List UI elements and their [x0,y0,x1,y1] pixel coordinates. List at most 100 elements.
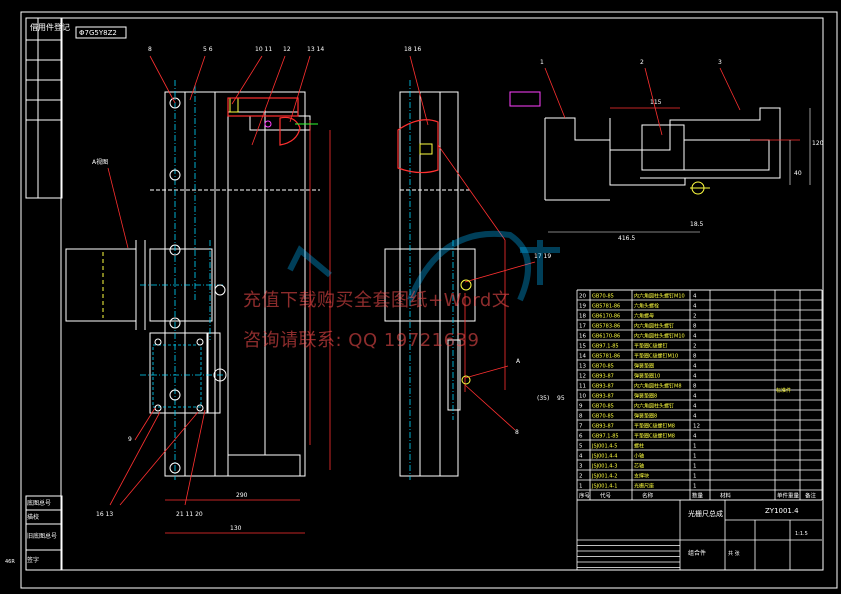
sv-label-5: 95 [557,395,565,402]
parts-row-no: 1 [579,484,583,490]
parts-row-code: JSJ001.4-4 [591,454,617,460]
fv-bottom-1: 16 13 [96,511,113,518]
assembly-label: 组合件 [688,549,706,557]
sv-label-3: A [516,358,521,365]
td-8: 416.5 [618,235,635,242]
parts-row-no: 15 [579,344,586,350]
parts-row-no: 12 [579,374,586,380]
parts-row-code: GB5783-86 [592,324,620,330]
watermark-line-2: 咨询请联系: QQ 19721639 [243,330,480,351]
parts-row-code: GB70-85 [592,364,614,370]
parts-header-remark: 备注 [805,492,817,500]
front-view-cyan [140,80,225,480]
parts-row-no: 4 [579,454,583,460]
side-view-cyan [409,80,454,480]
parts-row-code: JSJ001.4-2 [591,474,617,480]
parts-row-qty: 8 [693,324,697,330]
parts-row-qty: 4 [693,364,697,370]
parts-row-code: JSJ001.4-5 [591,444,617,450]
parts-row-name: 六角螺母 [634,313,654,320]
parts-row-name: 六角头螺栓 [634,303,659,310]
parts-row-no: 10 [579,394,586,400]
parts-header-material: 材料 [720,492,732,500]
strip-b: 描校 [27,513,39,521]
sv-label-1: 18 16 [404,46,421,53]
parts-row-no: 6 [579,434,583,440]
parts-row-code: GB5781-86 [592,354,620,360]
parts-row-code: JSJ001.4-1 [591,484,617,490]
top-left-code: Φ7G5Y8Z2 [79,29,117,37]
td-4: 115 [650,99,662,106]
parts-header-no: 序号 [579,492,591,500]
parts-row-name: 螺柱 [634,443,644,450]
left-side-label: A视图 [92,158,108,166]
parts-row-qty: 4 [693,304,697,310]
top-left-box-text: 借用件登记 [30,22,70,32]
parts-row-code: GB6170-86 [592,334,620,340]
parts-row-qty: 12 [693,424,700,430]
sv-label-2: 17 19 [534,253,551,260]
parts-row-no: 18 [579,314,586,320]
parts-row-qty: 2 [693,344,697,350]
sv-label-4: (35) [537,395,549,402]
fv-label-3: 10 11 [255,46,272,53]
left-title-strip [25,17,63,571]
parts-row-no: 19 [579,304,586,310]
parts-row-qty: 1 [693,464,697,470]
small-left-text: 46R [5,559,15,565]
parts-row-code: GB6170-86 [592,314,620,320]
parts-row-name: 弹簧垫圈 [634,363,654,370]
parts-row-name: 内六角圆柱头螺钉M8 [634,383,682,390]
parts-row-qty: 4 [693,394,697,400]
parts-row-no: 3 [579,464,583,470]
parts-row-code: GB70-85 [592,404,614,410]
parts-row-qty: 4 [693,294,697,300]
parts-row-name: 芯轴 [634,463,644,470]
parts-row-name: 平垫圈C级螺钉 [634,343,668,350]
parts-row-no: 11 [579,384,586,390]
parts-row-name: 弹簧垫圈8 [634,393,657,400]
side-view-red [397,55,536,431]
fv-bottom-2: 21 11 20 [176,511,203,518]
parts-row-name: 小轴 [634,453,644,460]
top-detail-yellow [690,181,710,195]
parts-row-code: GB93-87 [592,424,614,430]
parts-row-code: GB93-87 [592,384,614,390]
td-1: 1 [540,59,544,66]
parts-row-no: 9 [579,404,583,410]
parts-row-code: GB70-85 [592,414,614,420]
fv-dim-1: 290 [236,492,248,499]
sv-label-6: 8 [515,429,519,436]
parts-row-no: 2 [579,474,583,480]
parts-row-qty: 1 [693,484,697,490]
td-3: 3 [718,59,722,66]
front-view-magenta [264,120,272,128]
parts-row-qty: 8 [693,384,697,390]
parts-row-no: 16 [579,334,586,340]
parts-row-name: 内六角圆柱头螺钉M10 [634,333,685,340]
parts-row-no: 20 [579,294,586,300]
parts-row-name: 弹簧垫圈8 [634,413,657,420]
outer-frame [20,11,838,589]
parts-row-no: 17 [579,324,586,330]
side-view-holes [419,143,472,385]
fv-dim-2: 130 [230,525,242,532]
fv-callout: 9 [128,436,132,443]
parts-header-qty: 数量 [692,492,704,500]
parts-row-qty: 1 [693,454,697,460]
parts-row-code: JSJ001.4-3 [591,464,617,470]
parts-row-name: 平垫圈C级螺钉M8 [634,433,675,440]
parts-row-name: 内六角圆柱头螺钉 [634,323,674,330]
strip-a: 底图总号 [27,499,51,507]
parts-row-no: 14 [579,354,586,360]
front-view-holes [154,97,227,474]
parts-row-qty: 2 [693,314,697,320]
front-view-red [107,55,331,534]
parts-row-qty: 1 [693,444,697,450]
fv-label-5: 13 14 [307,46,324,53]
td-5: 40 [794,170,802,177]
parts-row-qty: 4 [693,374,697,380]
parts-row-qty: 8 [693,354,697,360]
